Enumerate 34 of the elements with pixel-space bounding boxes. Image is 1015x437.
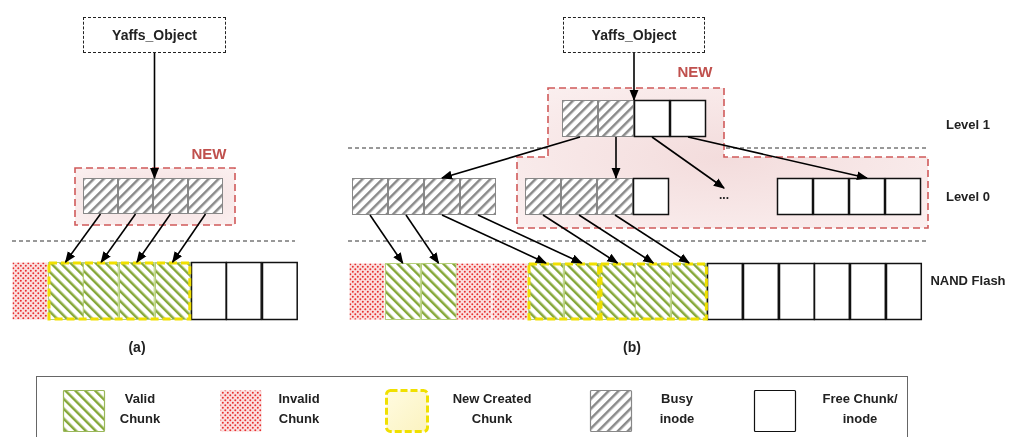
object-box bbox=[563, 17, 705, 53]
arrow bbox=[440, 136, 581, 180]
arrow bbox=[171, 213, 207, 263]
arrow bbox=[629, 52, 639, 102]
arrow bbox=[578, 214, 655, 264]
box-label: Yaffs_Object bbox=[112, 27, 197, 43]
legend-label: New Created Chunk bbox=[451, 390, 533, 428]
arrow bbox=[100, 213, 137, 263]
arrow bbox=[651, 136, 725, 189]
legend-label: Busy inode bbox=[658, 390, 696, 428]
arrow bbox=[477, 214, 583, 264]
arrow bbox=[687, 136, 869, 181]
ellipsis-label: ... bbox=[709, 188, 739, 206]
arrow bbox=[150, 52, 159, 180]
arrow bbox=[614, 214, 691, 264]
arrow bbox=[369, 214, 404, 264]
arrow bbox=[405, 214, 440, 264]
region-label: NEW bbox=[676, 63, 714, 80]
arrow bbox=[441, 214, 547, 264]
object-box bbox=[83, 17, 226, 53]
arrow bbox=[64, 213, 102, 263]
arrow bbox=[542, 214, 619, 264]
panel-label: (a) bbox=[127, 338, 147, 356]
level-label: Level 1 bbox=[944, 116, 992, 134]
region-label: NEW bbox=[190, 145, 228, 162]
arrow bbox=[611, 136, 621, 180]
box-label: Yaffs_Object bbox=[591, 27, 677, 43]
level-label: Level 0 bbox=[944, 188, 992, 206]
legend-label: Valid Chunk bbox=[118, 390, 162, 428]
arrow bbox=[136, 213, 172, 263]
panel-label: (b) bbox=[622, 338, 642, 356]
legend-label: Invalid Chunk bbox=[277, 390, 321, 428]
legend-label: Free Chunk/ inode bbox=[821, 390, 899, 428]
level-label: NAND Flash bbox=[930, 272, 1006, 290]
